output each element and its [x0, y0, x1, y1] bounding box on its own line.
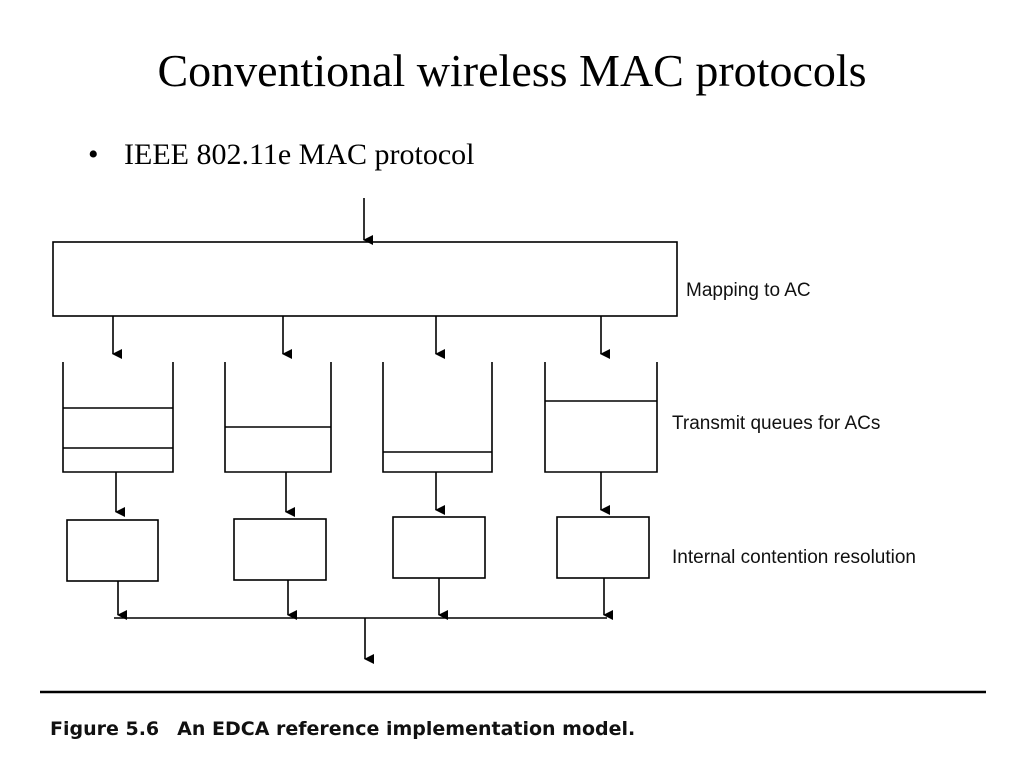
label-internal-contention: Internal contention resolution — [672, 547, 916, 568]
contention-box-4 — [556, 516, 650, 579]
transmit-queue-2 — [224, 362, 332, 473]
bullet-marker: • — [88, 138, 99, 171]
bullet-item: • IEEE 802.11e MAC protocol — [88, 138, 475, 172]
transmit-queue-4 — [544, 362, 658, 473]
contention-box-2 — [233, 518, 327, 581]
label-transmit-queues: Transmit queues for ACs — [672, 413, 880, 434]
contention-box-3 — [392, 516, 486, 579]
bullet-text: IEEE 802.11e MAC protocol — [124, 138, 475, 171]
mapping-box — [52, 241, 678, 317]
figure-number: Figure 5.6 — [50, 718, 160, 740]
figure-caption: Figure 5.6 An EDCA reference implementati… — [50, 718, 635, 740]
transmit-queue-3 — [382, 362, 493, 473]
contention-box-1 — [66, 519, 159, 582]
transmit-queue-1 — [62, 362, 174, 473]
label-mapping-to-ac: Mapping to AC — [686, 280, 811, 301]
figure-caption-text: An EDCA reference implementation model. — [177, 718, 636, 740]
slide-title: Conventional wireless MAC protocols — [157, 45, 867, 96]
